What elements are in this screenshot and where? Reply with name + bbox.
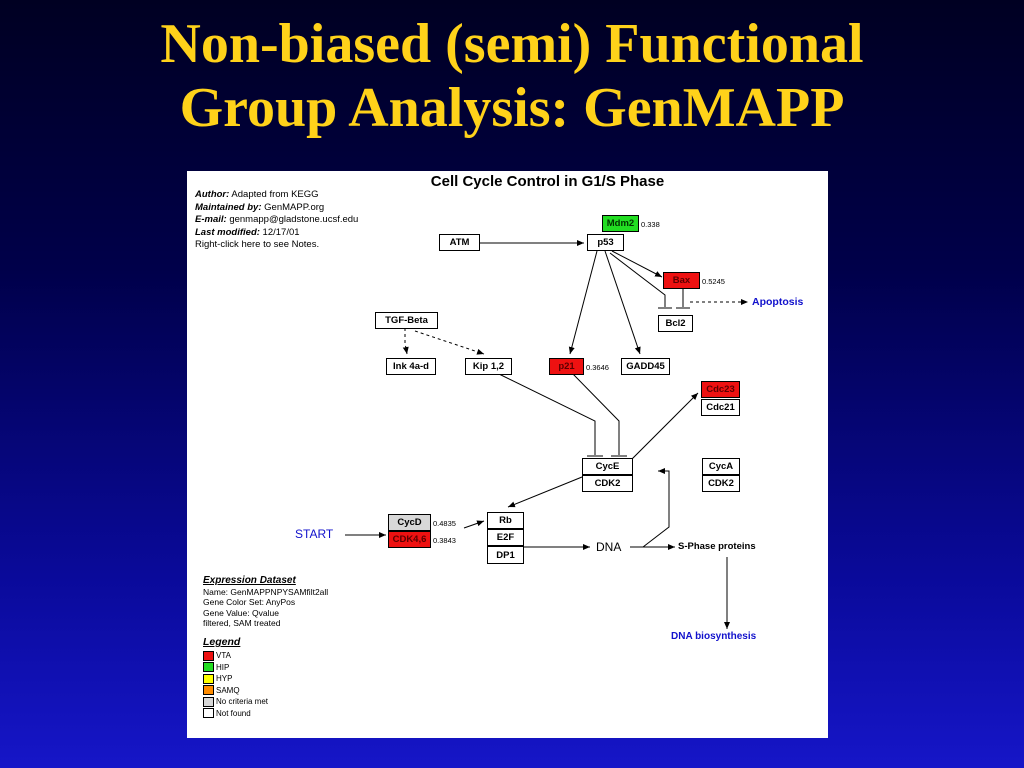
label-apoptosis: Apoptosis — [752, 296, 804, 308]
pathway-metadata: Author: Adapted from KEGG Maintained by:… — [195, 189, 358, 252]
gene-p21[interactable]: p21 — [549, 358, 584, 375]
gene-cyce[interactable]: CycE — [582, 458, 633, 475]
edge-p53-bax — [611, 250, 663, 278]
expression-line: Name: GenMAPPNPYSAMfilt2all — [203, 586, 329, 597]
color-legend: Legend VTA HIP HYP SAMQ No criteria met … — [203, 636, 268, 719]
legend-swatch-no-criteria — [203, 696, 214, 707]
gene-mdm2[interactable]: Mdm2 — [602, 215, 639, 232]
legend-swatch-samq — [203, 685, 214, 696]
legend-swatch-vta — [203, 650, 214, 661]
legend-item: Not found — [203, 708, 268, 720]
expression-dataset: Expression Dataset Name: GenMAPPNPYSAMfi… — [203, 575, 329, 629]
pathway-title: Cell Cycle Control in G1/S Phase — [430, 173, 665, 190]
label-sphase: S-Phase proteins — [678, 541, 756, 552]
expression-line: Gene Value: Qvalue — [203, 607, 279, 618]
gene-atm[interactable]: ATM — [439, 234, 480, 251]
edge-p21-cyce — [571, 372, 620, 455]
label-dna: DNA — [596, 540, 622, 554]
legend-swatch-hip — [203, 662, 214, 673]
legend-item: HYP — [203, 673, 268, 685]
legend-item: HIP — [203, 662, 268, 674]
meta-email: E-mail: genmapp@gladstone.ucsf.edu — [195, 214, 359, 225]
gene-cyca[interactable]: CycA — [702, 458, 740, 475]
edge-dna-cyce — [642, 468, 670, 548]
gene-dp1[interactable]: DP1 — [487, 546, 524, 564]
gene-gadd45[interactable]: GADD45 — [621, 358, 670, 375]
pathway-panel: Cell Cycle Control in G1/S Phase Author:… — [187, 171, 828, 738]
value-cycd: 0.4835 — [433, 519, 456, 528]
expression-header: Expression Dataset — [203, 575, 296, 586]
gene-cdk2-a[interactable]: CDK2 — [702, 475, 740, 492]
edge-p53-bcl2 — [609, 252, 666, 307]
edge-cyce-cdc23 — [631, 392, 699, 460]
gene-bcl2[interactable]: Bcl2 — [658, 315, 693, 332]
legend-item: No criteria met — [203, 696, 268, 708]
notes-hint[interactable]: Right-click here to see Notes. — [195, 239, 320, 250]
gene-kip[interactable]: Kip 1,2 — [465, 358, 512, 375]
edge-p53-p21 — [568, 250, 598, 355]
edge-tgf-ink — [402, 328, 409, 355]
meta-maintainer: Maintained by: GenMAPP.org — [195, 201, 325, 213]
value-mdm2: 0.338 — [641, 220, 660, 229]
legend-header: Legend — [203, 636, 241, 648]
gene-cdc23[interactable]: Cdc23 — [701, 381, 740, 398]
edge-cycd-rb — [463, 520, 485, 529]
gene-cdc21[interactable]: Cdc21 — [701, 399, 740, 416]
slide-title: Non-biased (semi) Functional Group Analy… — [0, 12, 1024, 140]
value-bax: 0.5245 — [702, 277, 725, 286]
edge-p53-gadd45 — [604, 250, 641, 355]
gene-e2f[interactable]: E2F — [487, 529, 524, 546]
pathway-edges — [345, 240, 748, 629]
meta-modified: Last modified: 12/17/01 — [195, 226, 300, 238]
meta-author: Author: Adapted from KEGG — [195, 189, 319, 200]
value-p21: 0.3646 — [586, 363, 609, 372]
legend-item: SAMQ — [203, 685, 268, 697]
gene-bax[interactable]: Bax — [663, 272, 700, 289]
value-cdk46: 0.3843 — [433, 536, 456, 545]
slide-title-line-1: Non-biased (semi) Functional — [160, 13, 864, 75]
label-dna-biosynthesis: DNA biosynthesis — [671, 631, 757, 642]
gene-cdk2[interactable]: CDK2 — [582, 475, 633, 492]
gene-cycd[interactable]: CycD — [388, 514, 431, 531]
expression-line: Gene Color Set: AnyPos — [203, 597, 296, 607]
gene-cdk46[interactable]: CDK4,6 — [388, 531, 431, 548]
label-start: START — [295, 527, 334, 541]
edge-cyce-rb — [507, 476, 583, 508]
edge-tgf-kip — [414, 330, 485, 355]
gene-tgf-beta[interactable]: TGF-Beta — [375, 312, 438, 329]
gene-ink4[interactable]: Ink 4a-d — [386, 358, 436, 375]
slide-title-line-2: Group Analysis: GenMAPP — [179, 77, 845, 139]
gene-rb[interactable]: Rb — [487, 512, 524, 529]
expression-line: filtered, SAM treated — [203, 618, 281, 628]
legend-swatch-hyp — [203, 673, 214, 684]
legend-swatch-not-found — [203, 708, 214, 719]
gene-p53[interactable]: p53 — [587, 234, 624, 251]
legend-item: VTA — [203, 650, 268, 662]
edge-kip-cyce — [498, 373, 596, 455]
